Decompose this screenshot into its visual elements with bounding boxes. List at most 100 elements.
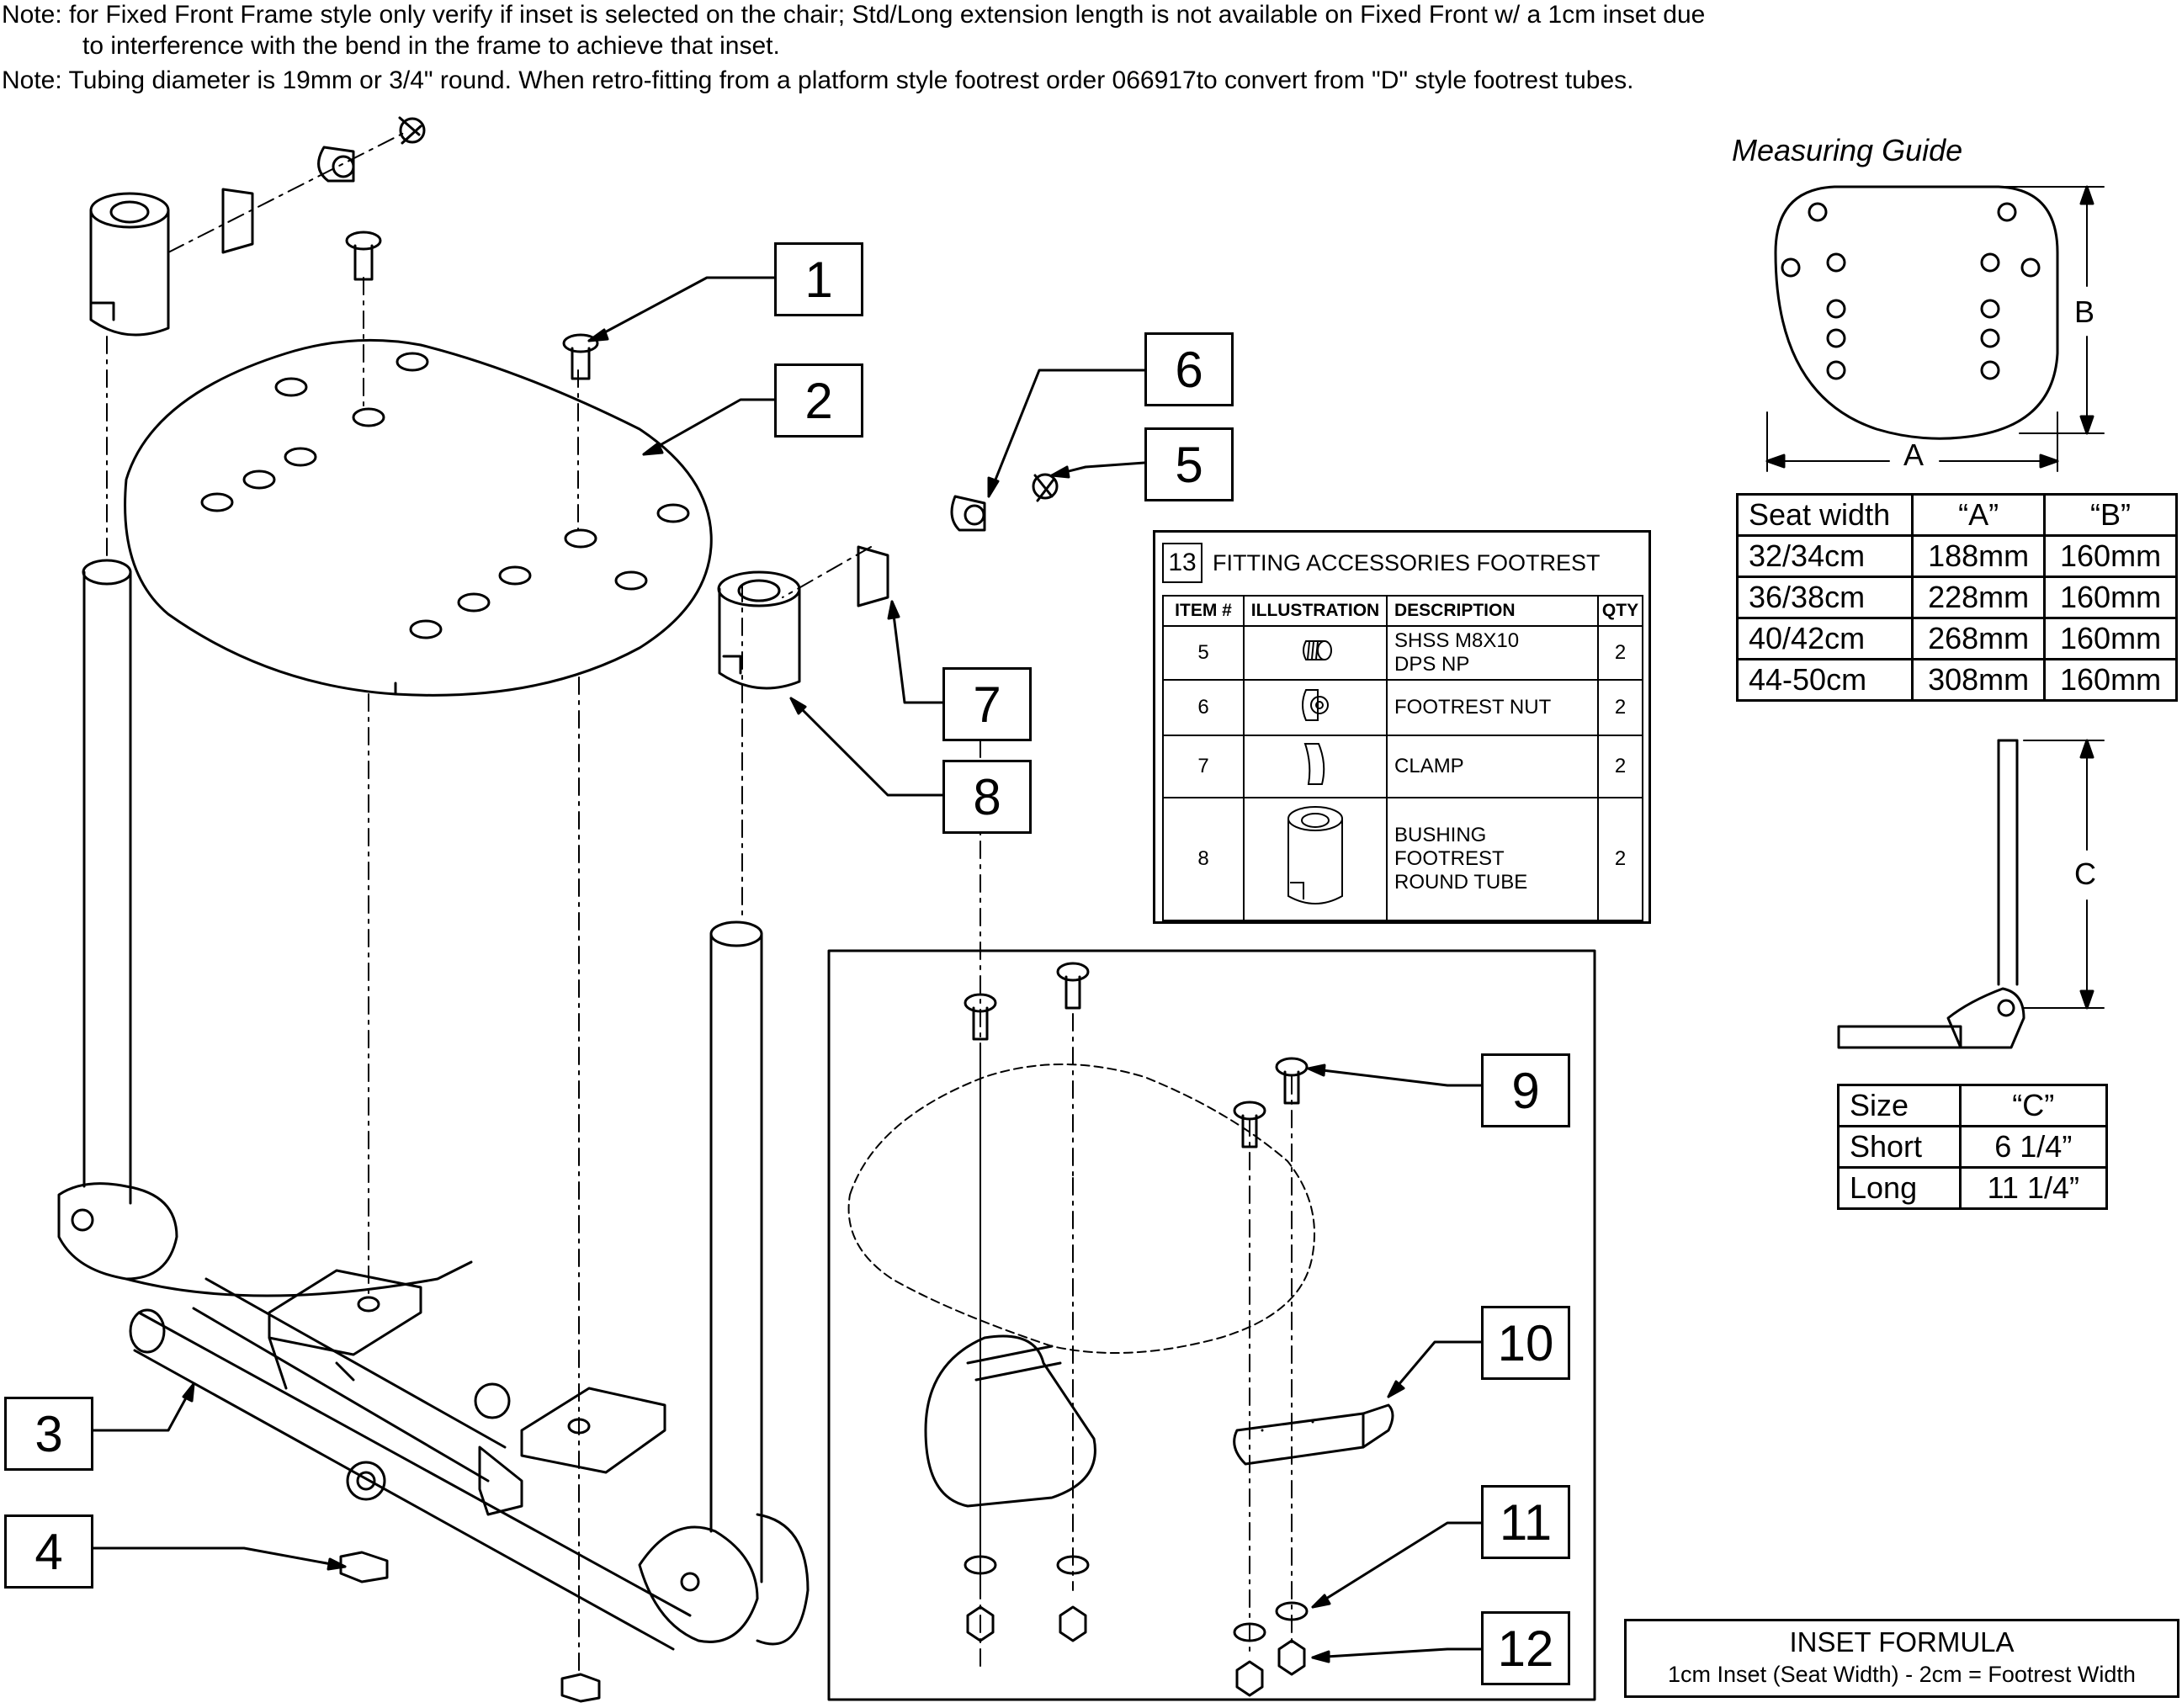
extension-size-table: Size “C” Short 6 1/4” Long 11 1/4” (1837, 1084, 2109, 1210)
table-header-cell: DESCRIPTION (1386, 595, 1599, 627)
dimension-label-c: C (2074, 857, 2096, 891)
leader-lines (91, 276, 1483, 1663)
table-row: Short 6 1/4” (1837, 1125, 2109, 1169)
item-number: 5 (1162, 625, 1245, 681)
table-row: 7 CLAMP 2 (1162, 735, 1643, 798)
table-header-cell: QTY (1597, 595, 1643, 627)
table-cell: Long (1837, 1166, 1962, 1210)
callout-12: 12 (1481, 1611, 1570, 1685)
table-row: 36/38cm 228mm 160mm (1735, 576, 2178, 619)
table-header-cell: “A” (1911, 493, 2047, 537)
quantity: 2 (1597, 797, 1643, 921)
table-cell: 11 1/4” (1958, 1166, 2109, 1210)
callout-1: 1 (774, 242, 863, 316)
table-row: 32/34cm 188mm 160mm (1735, 534, 2178, 578)
footrest-nut-icon (1243, 679, 1388, 736)
set-screw-icon (1243, 625, 1388, 681)
measuring-guide-title: Measuring Guide (1732, 133, 1963, 167)
seat-width-table: Seat width “A” “B” 32/34cm 188mm 160mm 3… (1735, 493, 2178, 702)
callout-4: 4 (4, 1514, 93, 1589)
main-footplate (124, 338, 713, 697)
clamp-icon (1243, 735, 1388, 798)
note-line-1: Note: for Fixed Front Frame style only v… (2, 1, 1706, 29)
description-line: DPS NP (1394, 653, 1470, 676)
quantity: 2 (1597, 679, 1643, 736)
table-header-cell: ITEM # (1162, 595, 1245, 627)
inset-formula-box: INSET FORMULA 1cm Inset (Seat Width) - 2… (1624, 1619, 2179, 1698)
table-cell: 40/42cm (1735, 617, 1914, 660)
table-row: 6 FOOTREST NUT 2 (1162, 679, 1643, 736)
inset-formula-title: INSET FORMULA (1789, 1626, 2015, 1658)
table-cell: 160mm (2043, 576, 2178, 619)
item-number: 6 (1162, 679, 1245, 736)
description-line: FOOTREST (1394, 847, 1505, 870)
accessories-title: FITTING ACCESSORIES FOOTREST (1213, 549, 1601, 576)
table-cell: 308mm (1911, 658, 2047, 702)
table-cell: 228mm (1911, 576, 2047, 619)
table-cell: 160mm (2043, 534, 2178, 578)
table-header-cell: ILLUSTRATION (1243, 595, 1388, 627)
table-header-cell: “B” (2043, 493, 2178, 537)
table-cell: 32/34cm (1735, 534, 1914, 578)
callout-2: 2 (774, 363, 863, 438)
left-footrest-tube (57, 559, 473, 1297)
callout-6: 6 (1144, 332, 1234, 406)
dimension-label-a: A (1903, 438, 1925, 472)
table-header-row: Seat width “A” “B” (1735, 493, 2178, 537)
table-cell: 44-50cm (1735, 658, 1914, 702)
table-cell: 36/38cm (1735, 576, 1914, 619)
quantity: 2 (1597, 625, 1643, 681)
description-line: SHSS M8X10 (1394, 629, 1520, 652)
description-cell: CLAMP (1386, 735, 1599, 798)
description-line: BUSHING (1394, 824, 1487, 846)
table-header-cell: Seat width (1735, 493, 1914, 537)
callout-10: 10 (1481, 1306, 1570, 1380)
measuring-guide-plate (1765, 185, 2105, 472)
right-bushing-assembly (717, 473, 1059, 690)
crossbar-assembly (129, 1269, 759, 1651)
right-footrest-tube (709, 920, 810, 1646)
callout-11: 11 (1481, 1485, 1570, 1559)
accessories-table: ITEM # ILLUSTRATION DESCRIPTION QTY 5 SH… (1162, 595, 1643, 921)
table-row: 44-50cm 308mm 160mm (1735, 658, 2178, 702)
note-line-3: Note: Tubing diameter is 19mm or 3/4" ro… (2, 66, 1634, 94)
inset-dashed-footplate (847, 1064, 1315, 1354)
dimension-label-b: B (2074, 294, 2095, 329)
extension-tube-c (1837, 739, 2105, 1049)
callout-3: 3 (4, 1397, 93, 1471)
table-cell: 6 1/4” (1958, 1125, 2109, 1169)
table-row: 40/42cm 268mm 160mm (1735, 617, 2178, 660)
fitting-accessories-panel: 13 FITTING ACCESSORIES FOOTREST ITEM # I… (1153, 530, 1651, 924)
item-number: 7 (1162, 735, 1245, 798)
table-header-row: Size “C” (1837, 1084, 2109, 1127)
inset-parts (924, 962, 1394, 1697)
callout-9: 9 (1481, 1053, 1570, 1127)
assembly-axes (106, 277, 1293, 1675)
table-header-row: ITEM # ILLUSTRATION DESCRIPTION QTY (1162, 595, 1643, 627)
description-line: ROUND TUBE (1394, 871, 1528, 894)
callout-8: 8 (942, 760, 1032, 834)
callout-5: 5 (1144, 427, 1234, 501)
item-number: 8 (1162, 797, 1245, 921)
description-line: CLAMP (1394, 755, 1464, 777)
table-cell: 188mm (1911, 534, 2047, 578)
callout-7: 7 (942, 667, 1032, 741)
description-cell: FOOTREST NUT (1386, 679, 1599, 736)
table-cell: 160mm (2043, 658, 2178, 702)
table-cell: Short (1837, 1125, 1962, 1169)
table-header-cell: “C” (1958, 1084, 2109, 1127)
inset-formula-text: 1cm Inset (Seat Width) - 2cm = Footrest … (1668, 1662, 2136, 1687)
description-line: FOOTREST NUT (1394, 696, 1552, 719)
bushing-icon (1243, 797, 1388, 921)
platform-screws (345, 231, 599, 380)
table-cell: 268mm (1911, 617, 2047, 660)
note-line-2: to interference with the bend in the fra… (82, 32, 780, 60)
end-caps (339, 1551, 601, 1703)
table-header-cell: Size (1837, 1084, 1962, 1127)
table-row: Long 11 1/4” (1837, 1166, 2109, 1210)
